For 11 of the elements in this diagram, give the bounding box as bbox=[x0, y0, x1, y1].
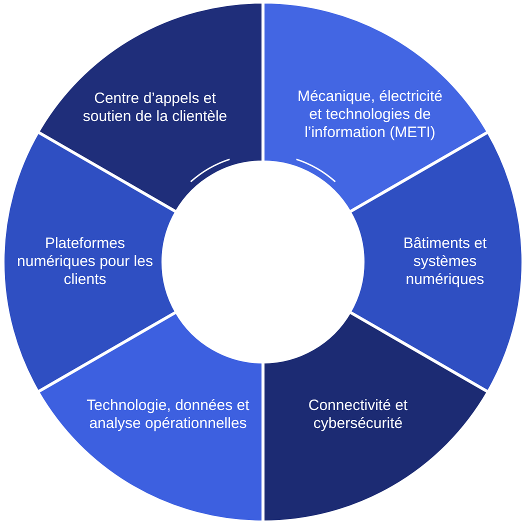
segment-label: Centre d’appels et soutien de la clientèle bbox=[82, 90, 228, 126]
segment-label: Technologie, données et analyse opérationnelles bbox=[86, 397, 250, 433]
segment-label: Bâtiments et systèmes numériques bbox=[402, 235, 488, 289]
segment-label: Mécanique, électricité et technologies de l’information (METI) bbox=[296, 88, 444, 142]
segment-label: Plateformes numériques pour les clients bbox=[16, 235, 154, 289]
segment-label: Connectivité et cybersécurité bbox=[307, 397, 409, 433]
donut-segment bbox=[37, 312, 264, 522]
donut-segment bbox=[37, 2, 263, 212]
donut-segment bbox=[263, 312, 489, 522]
donut-segment bbox=[263, 2, 489, 212]
donut-segment bbox=[3, 131, 177, 393]
